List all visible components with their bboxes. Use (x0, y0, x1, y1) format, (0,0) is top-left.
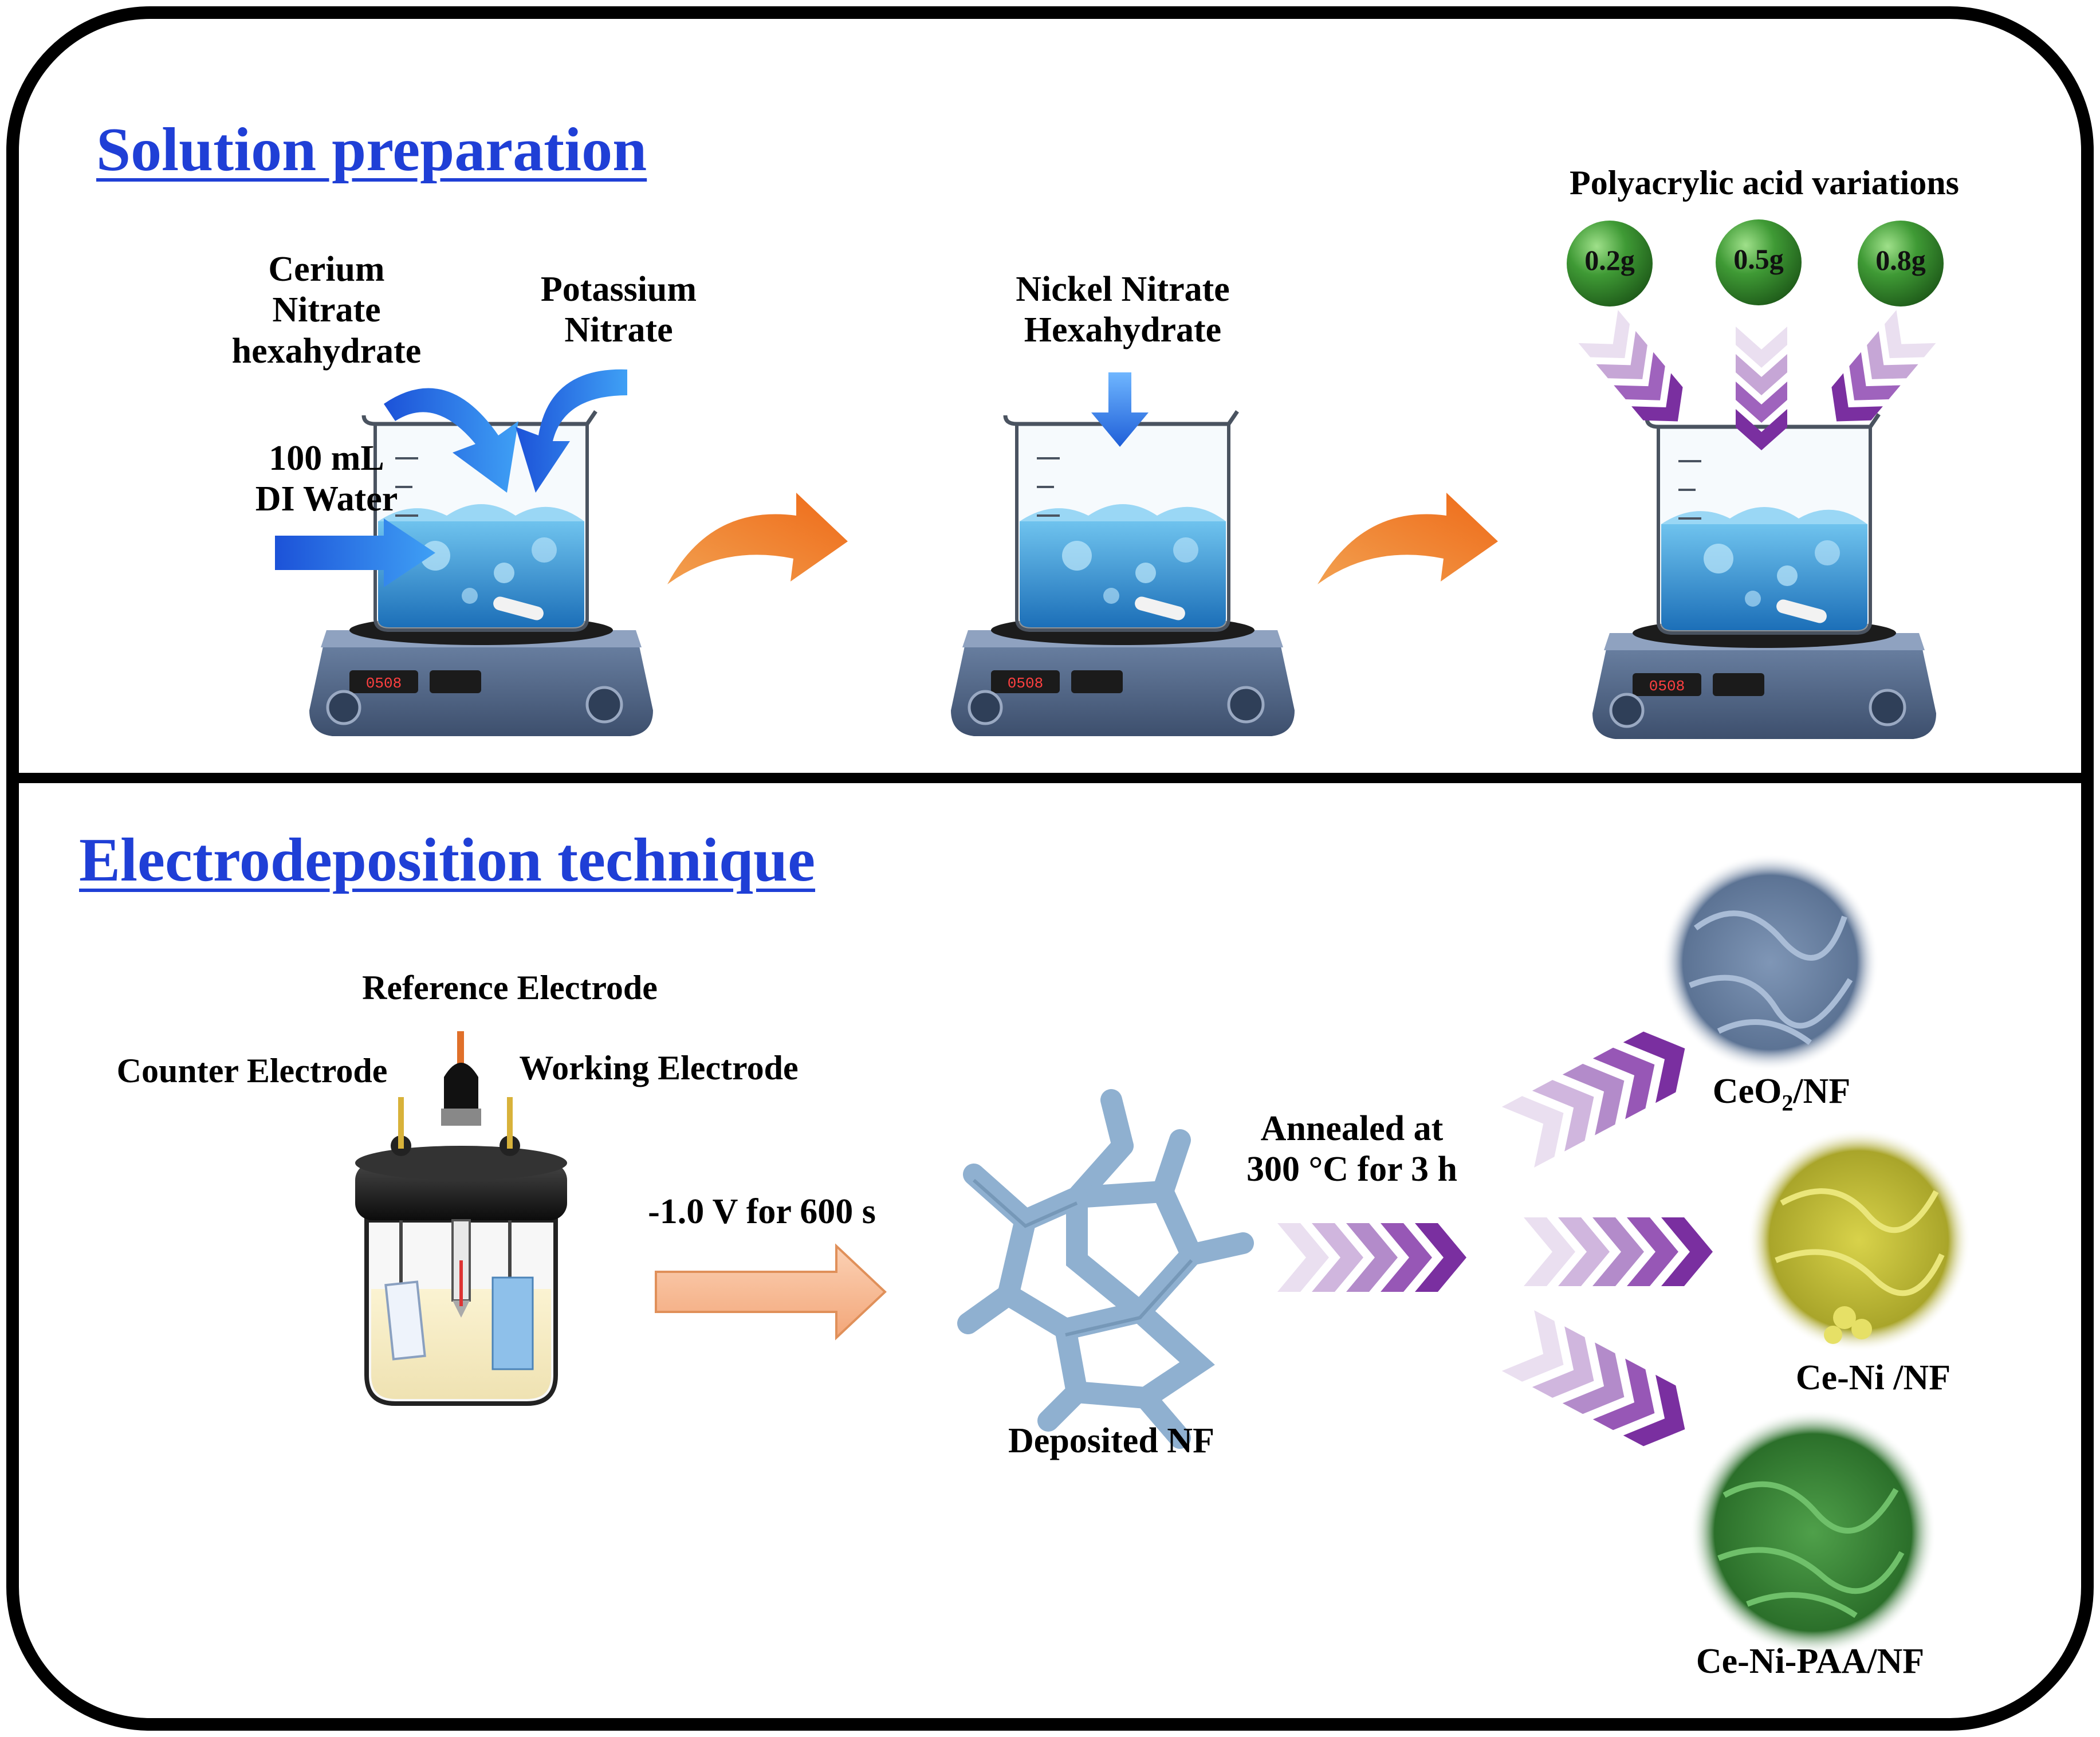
label-potassium-line2: Nitrate (564, 311, 673, 350)
orange-arrow-2 (1318, 493, 1498, 584)
potassium-arrow (516, 369, 627, 493)
label-anneal-line2: 300 °C for 3 h (1246, 1150, 1458, 1189)
product-ceo2-subscript: 2 (1782, 1090, 1794, 1116)
sem-ceo2-image (1661, 854, 1879, 1071)
label-condition: -1.0 V for 600 s (648, 1192, 876, 1231)
water-arrow (275, 518, 435, 587)
label-potassium-line1: Potassium (540, 270, 697, 309)
label-water-line2: DI Water (255, 480, 398, 519)
paa-ball-1 (1567, 221, 1653, 306)
condition-arrow (655, 1243, 887, 1341)
section-title-electrodeposition: Electrodeposition technique (79, 826, 816, 894)
label-reference-electrode: Reference Electrode (362, 969, 658, 1007)
label-water: 100 mL DI Water (241, 438, 412, 520)
label-cerium-line3: hexahydrate (231, 331, 422, 371)
label-counter-electrode: Counter Electrode (116, 1052, 388, 1090)
label-product-ceni: Ce-Ni /NF (1795, 1358, 1951, 1397)
sem-ceni-image (1747, 1129, 1971, 1352)
electrochemical-cell (355, 1031, 567, 1406)
paa-amount-2: 0.5g (1733, 243, 1784, 275)
label-paa-header: Polyacrylic acid variations (1570, 164, 1959, 202)
label-nickel: Nickel Nitrate Hexahydrate (985, 269, 1260, 351)
paa-ball-3 (1858, 221, 1944, 306)
label-anneal: Annealed at 300 °C for 3 h (1232, 1109, 1472, 1190)
label-anneal-line1: Annealed at (1260, 1109, 1444, 1148)
nickel-foam (957, 1089, 1254, 1449)
section-title-solution: Solution preparation (96, 116, 647, 184)
cerium-arrow (384, 388, 518, 493)
label-potassium: Potassium Nitrate (518, 269, 719, 351)
product-ceo2-suffix: /NF (1793, 1072, 1851, 1111)
label-cerium-line1: Cerium (268, 250, 385, 289)
label-nickel-line1: Nickel Nitrate (1016, 270, 1230, 309)
label-deposited-nf: Deposited NF (1008, 1421, 1214, 1460)
nickel-arrow (1091, 372, 1149, 447)
orange-arrow-1 (667, 493, 848, 584)
paa-amount-1: 0.2g (1584, 244, 1635, 276)
sem-cenipaa-image (1690, 1409, 1936, 1656)
label-working-electrode: Working Electrode (519, 1049, 799, 1087)
product-ceo2-name: CeO (1712, 1072, 1782, 1111)
label-cerium-line2: Nitrate (272, 290, 381, 330)
label-water-line1: 100 mL (269, 439, 384, 478)
label-cerium: Cerium Nitrate hexahydrate (226, 249, 427, 372)
label-product-cenipaa: Ce-Ni-PAA/NF (1696, 1642, 1925, 1681)
paa-ball-2 (1716, 219, 1802, 305)
paa-amount-3: 0.8g (1875, 244, 1926, 276)
label-nickel-line2: Hexahydrate (1024, 311, 1222, 350)
label-product-ceo2: CeO2/NF (1673, 1071, 1890, 1116)
